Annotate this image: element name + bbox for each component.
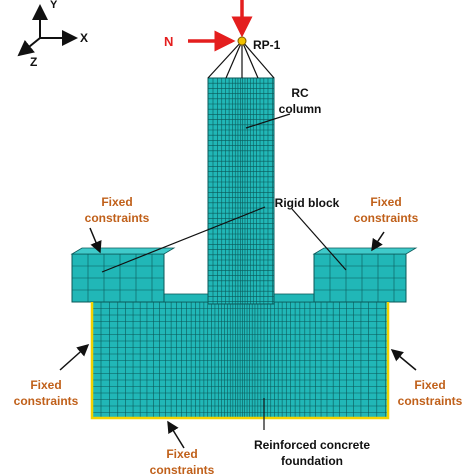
- coupling-lines: [207, 40, 275, 79]
- loads: N RP-1: [164, 0, 281, 52]
- fixed-top-right-2: constraints: [354, 211, 419, 225]
- rigid-block-left: [70, 247, 176, 303]
- block-top-face: [312, 247, 418, 255]
- y-axis-label: Y: [50, 0, 58, 11]
- constraint-arrows: [59, 227, 417, 449]
- fixed-right-2: constraints: [398, 394, 463, 408]
- rp-label: RP-1: [253, 38, 281, 52]
- x-axis-label: X: [80, 31, 88, 45]
- fixed-top-right-1: Fixed: [370, 195, 401, 209]
- fixed-left-1: Fixed: [30, 378, 61, 392]
- constraint-edges: [90, 302, 390, 420]
- rigid-block-right: [312, 247, 418, 303]
- leader-lines: [101, 113, 347, 430]
- fixed-bottom-2: constraints: [150, 463, 215, 474]
- rigid-block-label: Rigid block: [275, 196, 340, 210]
- annotations: RC column Rigid block Fixed constraints …: [14, 86, 463, 474]
- coordinate-axes: Y X Z: [17, 0, 88, 69]
- z-axis-arrow: [17, 37, 41, 57]
- rc-column-label-2: column: [279, 102, 322, 116]
- foundation-mesh: [91, 293, 389, 419]
- rc-column-label-1: RC: [291, 86, 309, 100]
- fixed-bottom-1: Fixed: [166, 447, 197, 461]
- z-axis-label: Z: [30, 55, 37, 69]
- rc-column-mesh: [207, 77, 275, 305]
- fixed-top-left-1: Fixed: [101, 195, 132, 209]
- mesh-body: [207, 77, 275, 305]
- fixed-right-1: Fixed: [414, 378, 445, 392]
- foundation-label-1: Reinforced concrete: [254, 438, 370, 452]
- rp-point: [237, 36, 247, 46]
- n-load-label: N: [164, 34, 173, 49]
- fixed-left-2: constraints: [14, 394, 79, 408]
- fixed-top-left-2: constraints: [85, 211, 150, 225]
- foundation-constraint-edge: [90, 302, 390, 420]
- foundation-label-2: foundation: [281, 454, 343, 468]
